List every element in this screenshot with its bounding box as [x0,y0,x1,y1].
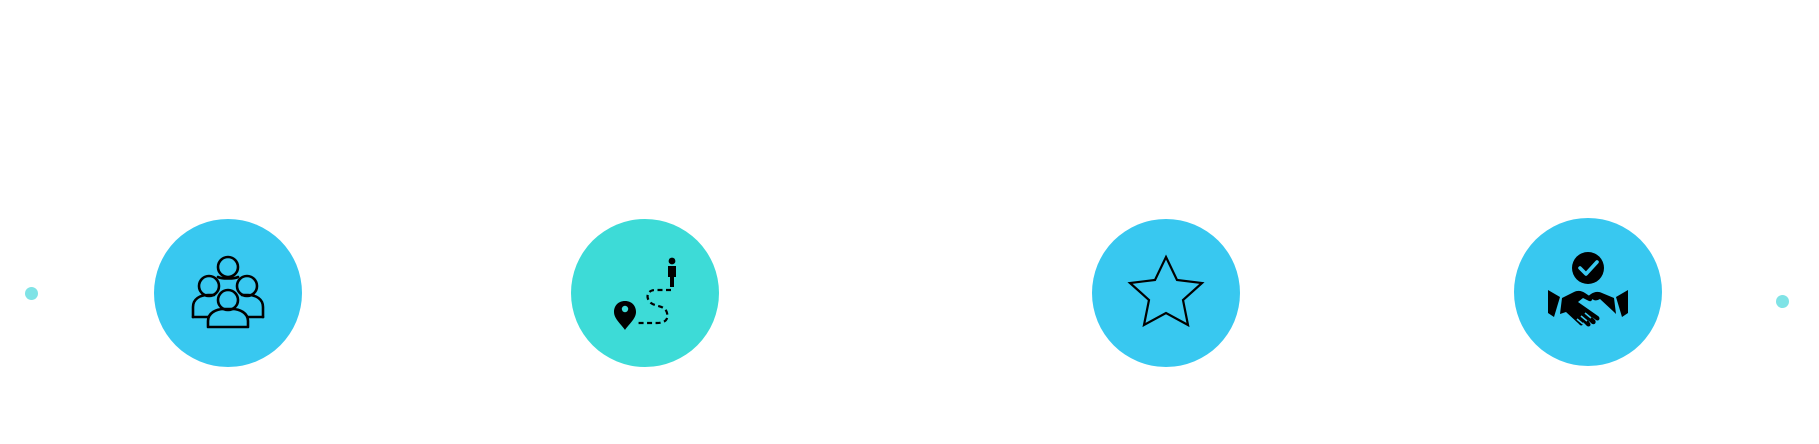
right-dot [1776,295,1789,308]
feature-circle-team [154,219,302,367]
team-group-icon [191,255,265,329]
route-journey-icon [614,257,676,330]
star-icon [1127,254,1205,328]
feature-circle-route [571,219,719,367]
left-dot [25,287,38,300]
feature-circle-handshake [1514,218,1662,366]
verified-handshake-icon [1548,252,1628,327]
feature-circle-star [1092,219,1240,367]
